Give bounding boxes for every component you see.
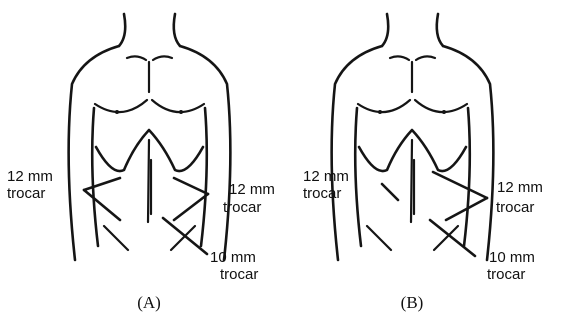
torso-outline-b <box>332 14 494 260</box>
trocar-pointer-lines-b <box>382 172 487 256</box>
label-bottom-size-b: 10 mm <box>489 249 535 266</box>
trocar-pointer-lines-a <box>84 178 208 254</box>
panel-a: 12 mm trocar 12 mm trocar 10 mm trocar (… <box>7 14 275 312</box>
label-left-word-a: trocar <box>7 185 45 202</box>
label-left-size-a: 12 mm <box>7 168 53 185</box>
label-right-size-b: 12 mm <box>497 179 543 196</box>
label-right-size-a: 12 mm <box>229 181 275 198</box>
torso-outline-a <box>69 14 231 260</box>
label-left-size-b: 12 mm <box>303 168 349 185</box>
caption-a: (A) <box>137 293 161 312</box>
caption-b: (B) <box>401 293 424 312</box>
panel-b: 12 mm trocar 12 mm trocar 10 mm trocar (… <box>303 14 543 312</box>
label-right-word-a: trocar <box>223 199 261 216</box>
label-bottom-size-a: 10 mm <box>210 249 256 266</box>
label-bottom-word-b: trocar <box>487 266 525 283</box>
label-bottom-word-a: trocar <box>220 266 258 283</box>
label-right-word-b: trocar <box>496 199 534 216</box>
label-left-word-b: trocar <box>303 185 341 202</box>
